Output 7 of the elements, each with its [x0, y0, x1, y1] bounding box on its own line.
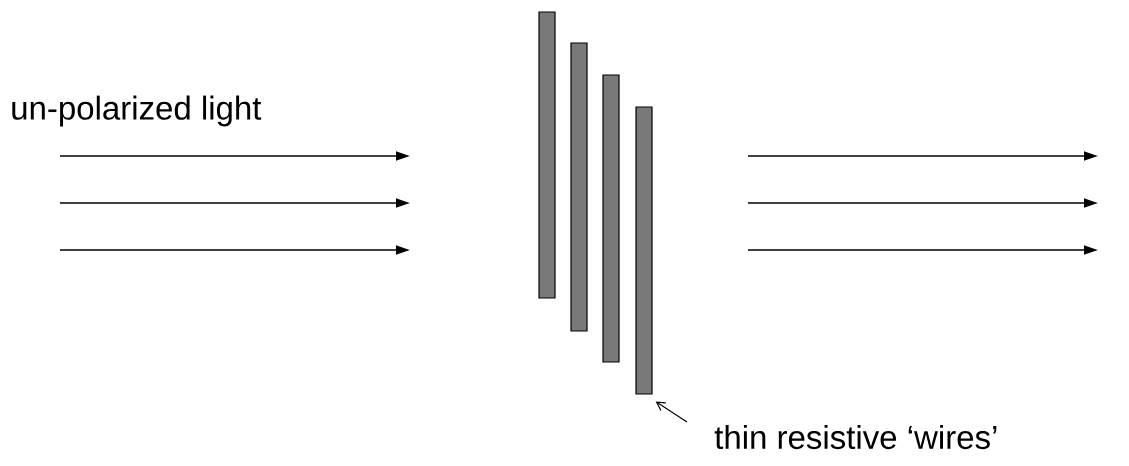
wire-bar: [602, 74, 620, 363]
wire-bar: [635, 106, 653, 395]
leader-line: [655, 401, 688, 423]
caption-text: thin resistive ‘wires’: [714, 424, 997, 450]
text-label: un-polarized light: [12, 95, 262, 127]
wire-bar: [538, 11, 556, 299]
wire-bar: [570, 42, 588, 332]
